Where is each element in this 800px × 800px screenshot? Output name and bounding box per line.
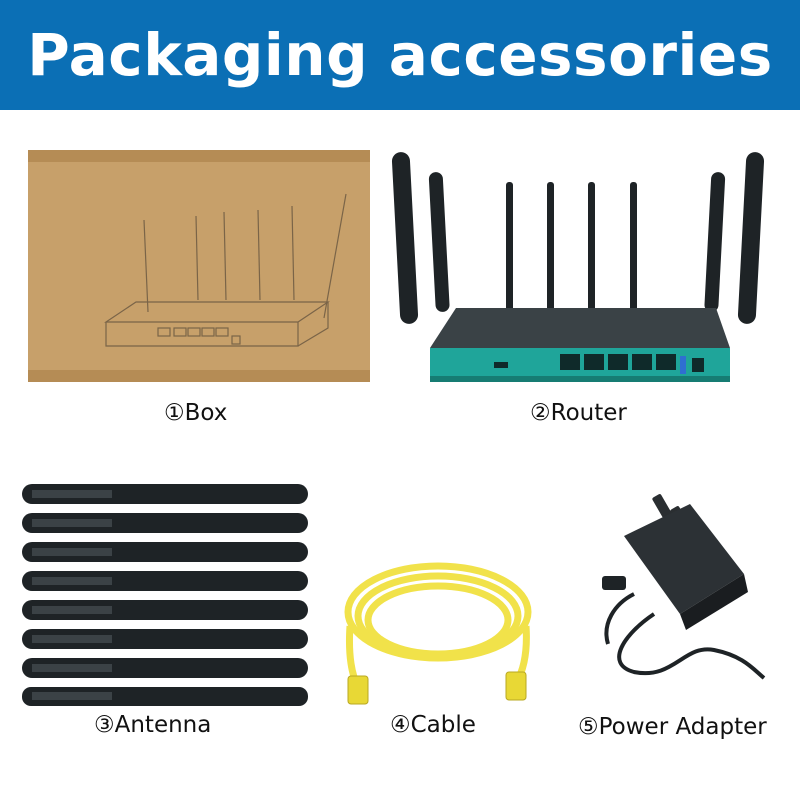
antennas-image (22, 484, 308, 706)
router-image (390, 148, 790, 388)
box-image (28, 150, 370, 382)
header-banner: Packaging accessories (0, 0, 800, 110)
cable-image (340, 556, 536, 706)
caption-antenna: ③Antenna (94, 712, 212, 738)
caption-power-adapter: ⑤Power Adapter (578, 714, 767, 740)
power-adapter-image (594, 494, 770, 686)
caption-box: ①Box (164, 400, 228, 426)
caption-cable: ④Cable (390, 712, 476, 738)
page-title: Packaging accessories (27, 21, 773, 89)
caption-router: ②Router (530, 400, 627, 426)
